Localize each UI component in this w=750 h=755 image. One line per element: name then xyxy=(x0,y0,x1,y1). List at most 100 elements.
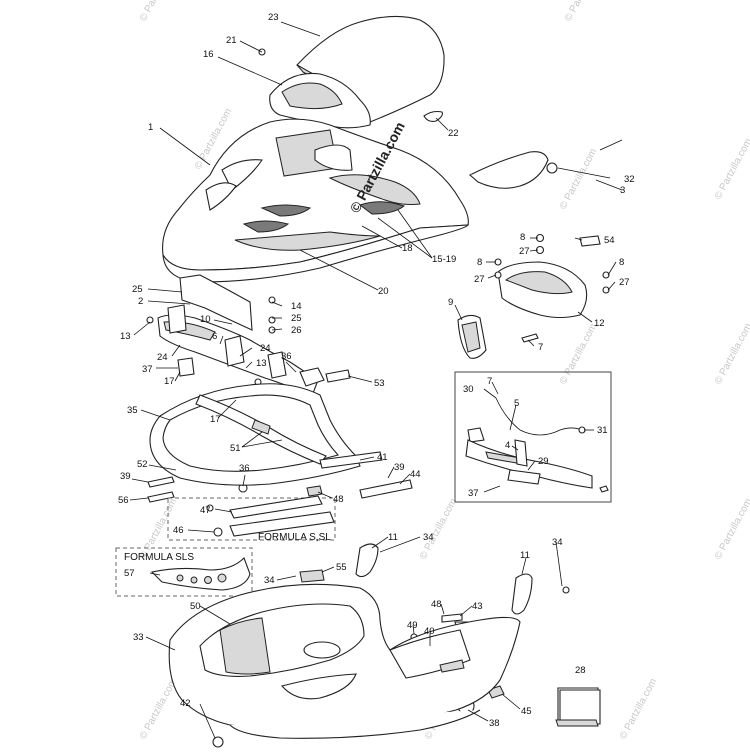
callout: 9 xyxy=(448,297,453,308)
callout: 53 xyxy=(374,378,385,389)
callout: 21 xyxy=(226,35,237,46)
callout: 54 xyxy=(604,235,615,246)
callout: 33 xyxy=(133,632,144,643)
callout: 11 xyxy=(388,532,398,543)
part-console xyxy=(269,72,371,129)
callout: 49 xyxy=(407,620,418,631)
callout: 10 xyxy=(200,314,211,325)
callout: 38 xyxy=(489,718,500,729)
formula-s-sl-label: FORMULA S,SL xyxy=(258,532,331,543)
part-manual xyxy=(555,687,601,727)
callout: 13 xyxy=(120,331,131,342)
callout: 52 xyxy=(137,459,148,470)
callout: 39 xyxy=(120,471,131,482)
callout: 7 xyxy=(538,342,543,353)
callout: 6 xyxy=(212,331,217,342)
watermark: © Partzilla.com xyxy=(618,677,659,742)
callout: 46 xyxy=(173,525,184,536)
callout: 8 xyxy=(477,257,482,268)
callout: 44 xyxy=(410,469,421,480)
part-frame-upper xyxy=(157,274,319,397)
callout: 8 xyxy=(520,232,525,243)
callout: 35 xyxy=(127,405,138,416)
callout: 29 xyxy=(538,456,549,467)
watermark: © Partzilla.com xyxy=(563,0,604,23)
callout: 51 xyxy=(230,443,241,454)
callout: 56 xyxy=(118,495,129,506)
callout: 34 xyxy=(264,575,275,586)
callout: 27 xyxy=(619,277,630,288)
watermark: © Partzilla.com xyxy=(713,497,750,562)
watermark: © Partzilla.com xyxy=(138,0,179,23)
callout: 20 xyxy=(378,286,389,297)
callout: 48 xyxy=(333,494,344,505)
callout: 1 xyxy=(148,122,153,133)
callout: 41 xyxy=(377,452,388,463)
callout: 48 xyxy=(431,599,442,610)
callout: 55 xyxy=(336,562,347,573)
callout: 25 xyxy=(291,313,302,324)
callout: 28 xyxy=(575,665,586,676)
callout: 32 xyxy=(624,174,635,185)
callout: 4 xyxy=(505,440,510,451)
callout: 31 xyxy=(597,425,608,436)
callout-labels: 23 21 16 22 1 3 32 8 27 54 8 27 8 27 18 … xyxy=(118,12,635,729)
watermark: © Partzilla.com xyxy=(713,137,750,202)
callout: 36 xyxy=(239,463,250,474)
callout: 27 xyxy=(474,274,485,285)
part-bumper xyxy=(149,383,361,486)
part-side-cover xyxy=(457,314,487,359)
callout: 24 xyxy=(157,352,168,363)
callout: 17 xyxy=(164,376,175,387)
callout: 11 xyxy=(520,550,530,561)
callout: 27 xyxy=(519,246,530,257)
callout: 15-19 xyxy=(432,254,456,265)
part-strips xyxy=(306,451,413,499)
callout: 5 xyxy=(514,398,519,409)
callout: 36 xyxy=(281,351,292,362)
callout: 23 xyxy=(268,12,279,23)
callout: 12 xyxy=(594,318,605,329)
callout: 8 xyxy=(619,257,624,268)
formula-sls-label: FORMULA SLS xyxy=(124,552,194,563)
callout: 30 xyxy=(463,384,474,395)
callout: 43 xyxy=(472,601,483,612)
callout: 16 xyxy=(203,49,214,60)
callout: 18 xyxy=(402,243,413,254)
leader-lines xyxy=(129,21,623,739)
callout: 22 xyxy=(448,128,459,139)
formula-s-sl-box xyxy=(167,495,336,541)
callout: 24 xyxy=(260,343,271,354)
callout: 45 xyxy=(521,706,532,717)
inset-cable-box xyxy=(454,371,612,503)
callout: 37 xyxy=(142,364,153,375)
part-belly-pan xyxy=(168,583,521,739)
callout: 17 xyxy=(210,414,221,425)
callout: 3 xyxy=(620,185,625,196)
watermark: © Partzilla.com xyxy=(713,322,750,387)
callout: 40 xyxy=(424,626,435,637)
part-side-panel xyxy=(497,261,588,319)
watermark: © Partzilla.com xyxy=(558,322,599,387)
callout: 57 xyxy=(124,568,135,579)
watermark: © Partzilla.com xyxy=(418,497,459,562)
part-hood xyxy=(162,118,470,283)
callout: 14 xyxy=(291,301,302,312)
callout: 47 xyxy=(200,505,211,516)
callout: 26 xyxy=(291,325,302,336)
watermark: © Partzilla.com xyxy=(138,677,179,742)
callout: 37 xyxy=(468,488,479,499)
formula-sls-box xyxy=(115,547,253,597)
part-grommet xyxy=(546,162,558,174)
part-handle xyxy=(468,151,549,189)
callout: 39 xyxy=(394,462,405,473)
part-support-bar xyxy=(195,394,327,465)
part-emblem xyxy=(423,110,443,122)
part-brackets xyxy=(299,367,351,387)
callout: 34 xyxy=(552,537,563,548)
callout: 2 xyxy=(138,296,143,307)
callout: 13 xyxy=(256,358,267,369)
callout: 34 xyxy=(423,532,434,543)
